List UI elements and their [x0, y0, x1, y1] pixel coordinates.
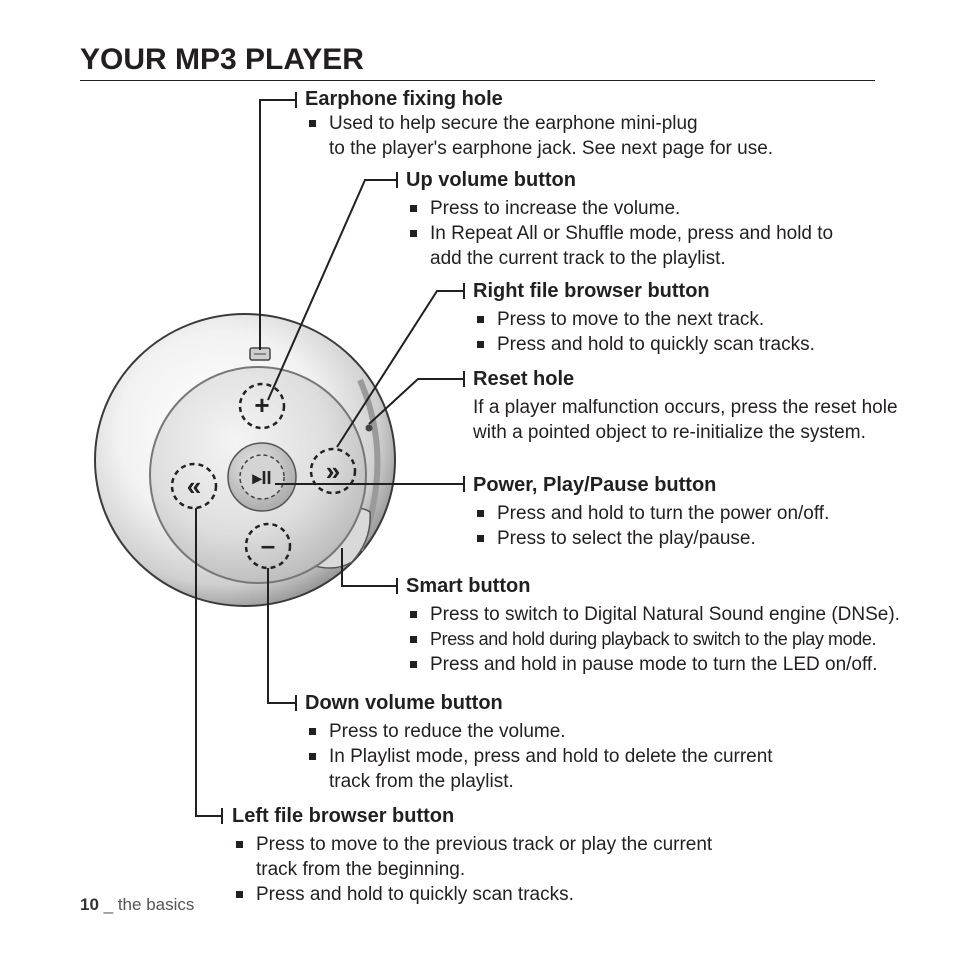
rewind-icon: «	[187, 471, 201, 501]
play-pause-icon: ▸II	[251, 468, 271, 488]
list-item: Used to help secure the earphone mini-pl…	[305, 111, 773, 136]
callout-power-play-pause: Power, Play/Pause button Press and hold …	[473, 473, 829, 551]
list-item: Press to increase the volume.	[406, 196, 833, 221]
plus-icon: +	[254, 390, 269, 420]
list-item-continuation: track from the beginning.	[256, 859, 466, 880]
list-item: Press to switch to Digital Natural Sound…	[406, 602, 900, 627]
callout-earphone-fixing-hole: Earphone fixing hole Used to help secure…	[305, 87, 773, 161]
reset-hole	[365, 424, 373, 432]
callout-heading: Reset hole	[473, 368, 575, 390]
leader-left-browser	[195, 508, 222, 817]
list-item: Press and hold to quickly scan tracks.	[232, 882, 712, 907]
callout-reset-hole: Reset hole If a player malfunction occur…	[473, 367, 898, 445]
list-item: Press and hold in pause mode to turn the…	[406, 652, 900, 677]
page-number: 10	[80, 895, 99, 914]
leader-smart	[341, 548, 397, 587]
callout-down-volume: Down volume button Press to reduce the v…	[305, 691, 773, 794]
page-footer: 10 _ the basics	[80, 895, 194, 915]
leader-right-browser	[336, 290, 464, 448]
leader-reset	[368, 378, 464, 425]
list-item-continuation: track from the playlist.	[329, 771, 514, 792]
callout-smart: Smart button Press to switch to Digital …	[406, 574, 900, 677]
callout-heading: Right file browser button	[473, 280, 710, 302]
list-item: Press and hold to quickly scan tracks.	[473, 332, 815, 357]
leader-earphone	[259, 99, 296, 350]
list-item: Press to select the play/pause.	[473, 526, 829, 551]
title-rule	[80, 80, 875, 81]
callout-left-file-browser: Left file browser button Press to move t…	[232, 804, 712, 907]
list-item: In Playlist mode, press and hold to dele…	[305, 744, 773, 769]
callout-up-volume: Up volume button Press to increase the v…	[406, 168, 833, 271]
section-name: _ the basics	[103, 895, 195, 914]
callout-heading: Left file browser button	[232, 805, 455, 827]
fast-forward-icon: »	[326, 456, 340, 486]
callout-heading: Down volume button	[305, 692, 503, 714]
leader-down-volume	[267, 568, 296, 704]
list-item: Press to reduce the volume.	[305, 719, 773, 744]
leader-up-volume	[267, 179, 397, 401]
callout-heading: Smart button	[406, 575, 531, 597]
list-item: Press and hold during playback to switch…	[406, 627, 900, 652]
callout-right-file-browser: Right file browser button Press to move …	[473, 279, 815, 357]
list-item-continuation: to the player's earphone jack. See next …	[329, 138, 774, 159]
callout-heading: Up volume button	[406, 169, 576, 191]
description-line: If a player malfunction occurs, press th…	[473, 397, 898, 418]
callout-heading: Earphone fixing hole	[305, 88, 503, 110]
description-line: with a pointed object to re-initialize t…	[473, 422, 866, 443]
list-item-continuation: add the current track to the playlist.	[430, 248, 726, 269]
callout-heading: Power, Play/Pause button	[473, 474, 717, 496]
page-title: YOUR MP3 PLAYER	[80, 43, 364, 76]
list-item: Press to move to the previous track or p…	[232, 832, 712, 857]
minus-icon: –	[261, 530, 275, 560]
list-item: Press and hold to turn the power on/off.	[473, 501, 829, 526]
list-item: In Repeat All or Shuffle mode, press and…	[406, 221, 833, 246]
list-item: Press to move to the next track.	[473, 307, 815, 332]
